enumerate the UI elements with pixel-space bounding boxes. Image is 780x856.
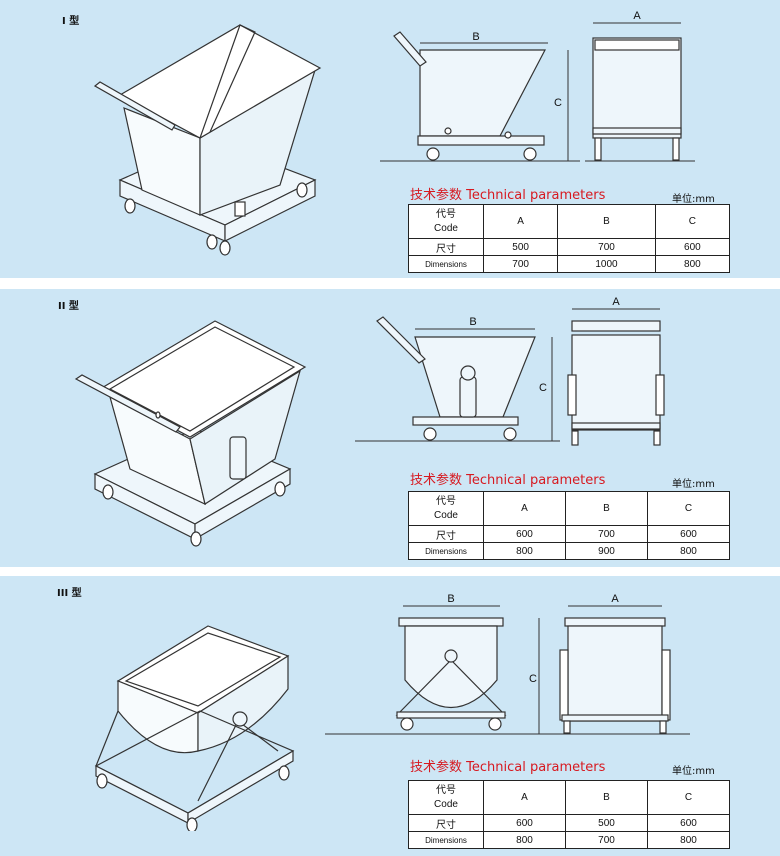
type-label: II 型	[58, 301, 79, 312]
side-view-drawing: B C	[380, 31, 580, 162]
table-row: 尺寸 500 700 600	[408, 238, 731, 256]
col-header-b: B	[557, 204, 656, 239]
table-row: Dimensions 800 700 800	[408, 831, 730, 849]
table-cell: 600	[647, 814, 730, 832]
table-cell: 800	[654, 255, 731, 273]
front-view-drawing: A	[585, 10, 695, 162]
unit-label: 单位:mm	[672, 766, 715, 777]
col-header-a: A	[483, 780, 566, 815]
dim-label-c: C	[529, 673, 537, 685]
isometric-drawing	[74, 320, 307, 547]
col-header-b: B	[565, 780, 648, 815]
table-cell: 1000	[557, 255, 656, 273]
table-cell: 500	[482, 238, 559, 256]
table-cell: 700	[565, 525, 648, 543]
size-label-en: Dimensions	[408, 542, 484, 560]
table-cell: 700	[565, 831, 648, 849]
type-label: I 型	[62, 16, 80, 27]
table-header-row: 代号 Code A B C	[408, 491, 730, 526]
dim-label-b: B	[472, 31, 479, 43]
unit-label: 单位:mm	[672, 479, 715, 490]
table-row: Dimensions 800 900 800	[408, 542, 730, 560]
size-label-cn: 尺寸	[408, 525, 484, 543]
col-header-a: A	[482, 204, 559, 239]
table-cell: 600	[483, 525, 566, 543]
params-title: 技术参数 Technical parameters	[410, 760, 606, 775]
col-header-b: B	[565, 491, 648, 526]
col-header-c: C	[647, 491, 730, 526]
size-label-en: Dimensions	[408, 255, 484, 273]
table-cell: 600	[483, 814, 566, 832]
table-header-row: 代号 Code A B C	[408, 204, 731, 239]
col-header-a: A	[483, 491, 566, 526]
side-view-drawing: B C	[325, 593, 550, 735]
dim-label-b: B	[469, 316, 476, 328]
isometric-drawing	[93, 24, 322, 256]
table-cell: 500	[565, 814, 648, 832]
spec-table: 代号 Code A B C 尺寸 600 700 600 Dimensions …	[408, 491, 730, 560]
params-title: 技术参数 Technical parameters	[410, 473, 606, 488]
col-header-c: C	[654, 204, 731, 239]
unit-label: 单位:mm	[672, 194, 715, 205]
table-cell: 700	[557, 238, 656, 256]
section-type-2: II 型	[0, 289, 780, 567]
code-header: 代号 Code	[408, 780, 484, 815]
table-cell: 800	[483, 831, 566, 849]
front-view-drawing: A	[550, 593, 690, 735]
table-cell: 800	[483, 542, 566, 560]
isometric-drawing	[94, 625, 295, 831]
section-type-1: I 型	[0, 0, 780, 278]
size-label-cn: 尺寸	[408, 238, 484, 256]
table-row: Dimensions 700 1000 800	[408, 255, 731, 273]
type-label: III 型	[57, 588, 82, 599]
spec-table: 代号 Code A B C 尺寸 500 700 600 Dimensions …	[408, 204, 731, 273]
spec-table: 代号 Code A B C 尺寸 600 500 600 Dimensions …	[408, 780, 730, 849]
code-header: 代号 Code	[408, 491, 484, 526]
side-view-drawing: B C	[355, 316, 560, 442]
params-title: 技术参数 Technical parameters	[410, 188, 606, 203]
dim-label-a: A	[612, 296, 620, 308]
front-view-drawing: A	[567, 296, 665, 446]
section-type-3: III 型	[0, 576, 780, 856]
table-row: 尺寸 600 700 600	[408, 525, 730, 543]
table-cell: 800	[647, 542, 730, 560]
size-label-en: Dimensions	[408, 831, 484, 849]
dim-label-b: B	[447, 593, 454, 605]
table-header-row: 代号 Code A B C	[408, 780, 730, 815]
size-label-cn: 尺寸	[408, 814, 484, 832]
dim-label-a: A	[633, 10, 641, 22]
table-cell: 600	[647, 525, 730, 543]
code-header: 代号 Code	[408, 204, 484, 239]
table-row: 尺寸 600 500 600	[408, 814, 730, 832]
dim-label-a: A	[611, 593, 619, 605]
dim-label-c: C	[539, 382, 547, 394]
table-cell: 800	[647, 831, 730, 849]
table-cell: 600	[654, 238, 731, 256]
table-cell: 700	[482, 255, 559, 273]
col-header-c: C	[647, 780, 730, 815]
table-cell: 900	[565, 542, 648, 560]
dim-label-c: C	[554, 97, 562, 109]
